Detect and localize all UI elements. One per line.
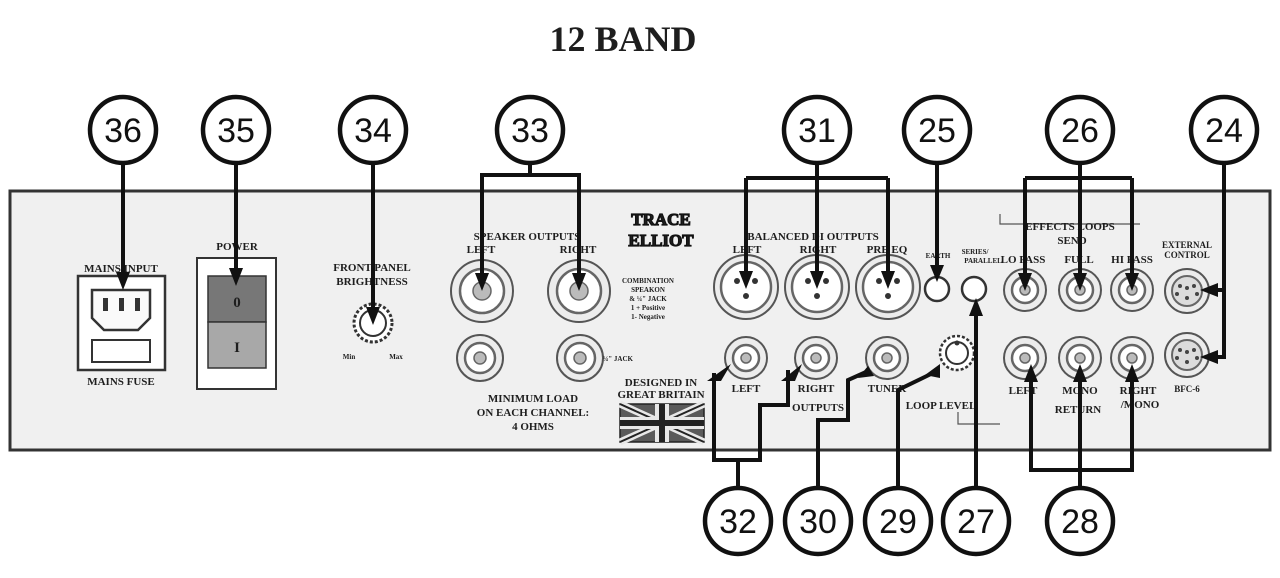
brightness-min-label: Min xyxy=(343,353,356,361)
brightness-max-label: Max xyxy=(389,353,403,361)
return-jack-left xyxy=(1003,336,1047,380)
balanced-di-label: BALANCED DI OUTPUTS xyxy=(747,231,878,243)
return-right-mono-label: /MONO xyxy=(1120,399,1160,411)
callout-30: 30 xyxy=(782,485,854,557)
min-load-label-2: ON EACH CHANNEL: xyxy=(477,407,589,419)
external-label: EXTERNAL xyxy=(1162,240,1212,250)
send-label: SEND xyxy=(1057,235,1086,247)
return-left-label: LEFT xyxy=(1009,385,1038,397)
mains-input-socket xyxy=(76,274,167,372)
return-right-label: RIGHT xyxy=(1120,385,1157,397)
speaker-jack-right xyxy=(556,334,604,382)
svg-text:24: 24 xyxy=(1205,112,1243,150)
combination-note-3: & ¼" JACK xyxy=(629,295,667,303)
output-jack-right xyxy=(794,336,838,380)
svg-text:27: 27 xyxy=(957,503,995,541)
mains-fuse-label: MAINS FUSE xyxy=(87,376,155,388)
svg-text:31: 31 xyxy=(798,112,836,150)
svg-text:35: 35 xyxy=(217,112,255,150)
series-parallel-button xyxy=(960,275,988,303)
callout-31: 31 xyxy=(781,94,853,166)
svg-text:33: 33 xyxy=(511,112,549,150)
svg-text:36: 36 xyxy=(104,112,142,150)
power-on-symbol: I xyxy=(234,340,240,356)
callout-34: 34 xyxy=(337,94,409,166)
callout-27: 27 xyxy=(940,485,1012,557)
designed-in-label: DESIGNED IN xyxy=(625,377,697,389)
effects-loops-label: EFFECTS LOOPS xyxy=(1025,221,1115,233)
speaker-outputs-label: SPEAKER OUTPUTS xyxy=(474,231,581,243)
callout-25: 25 xyxy=(901,94,973,166)
callout-29: 29 xyxy=(862,485,934,557)
svg-text:25: 25 xyxy=(918,112,956,150)
svg-text:26: 26 xyxy=(1061,112,1099,150)
combination-note-5: 1- Negative xyxy=(631,313,665,321)
din-socket-upper xyxy=(1164,268,1210,314)
trace-elliot-logo: TRACE ELLIOT xyxy=(628,209,695,250)
callout-24: 24 xyxy=(1188,94,1260,166)
series-parallel-label-1: SERIES/ xyxy=(962,248,990,256)
svg-text:34: 34 xyxy=(354,112,392,150)
combination-note-2: SPEAKON xyxy=(631,286,665,294)
output-right-label: RIGHT xyxy=(798,383,835,395)
callout-33: 33 xyxy=(494,94,566,166)
great-britain-label: GREAT BRITAIN xyxy=(617,389,704,401)
svg-text:TRACE: TRACE xyxy=(631,210,691,229)
diagram-title: 12 BAND xyxy=(549,19,696,59)
callout-26: 26 xyxy=(1044,94,1116,166)
svg-text:ELLIOT: ELLIOT xyxy=(628,231,694,250)
loop-level-knob xyxy=(938,334,976,372)
svg-text:30: 30 xyxy=(799,503,837,541)
din-socket-lower xyxy=(1164,332,1210,378)
loop-level-label: LOOP LEVEL xyxy=(906,400,977,412)
union-flag-icon xyxy=(618,400,706,446)
min-load-label-3: 4 OHMS xyxy=(512,421,554,433)
callout-36: 36 xyxy=(87,94,159,166)
output-left-label: LEFT xyxy=(732,383,761,395)
control-label: CONTROL xyxy=(1164,250,1210,260)
bfc-label: BFC-6 xyxy=(1174,384,1200,394)
series-parallel-label-2: PARALLEL xyxy=(964,257,1002,265)
quarter-jack-label: ¼" JACK xyxy=(603,355,633,363)
outputs-label: OUTPUTS xyxy=(792,402,844,414)
power-off-symbol: 0 xyxy=(233,295,241,311)
min-load-label-1: MINIMUM LOAD xyxy=(488,393,578,405)
combination-note-4: 1 + Positive xyxy=(631,304,665,312)
leader-lines xyxy=(116,165,1226,490)
callout-28: 28 xyxy=(1044,485,1116,557)
svg-text:29: 29 xyxy=(879,503,917,541)
svg-text:32: 32 xyxy=(719,503,757,541)
combination-note-1: COMBINATION xyxy=(622,277,674,285)
speaker-jack-left xyxy=(456,334,504,382)
callout-35: 35 xyxy=(200,94,272,166)
output-jack-tuner xyxy=(865,336,909,380)
output-jack-left xyxy=(724,336,768,380)
svg-text:28: 28 xyxy=(1061,503,1099,541)
callout-32: 32 xyxy=(702,485,774,557)
